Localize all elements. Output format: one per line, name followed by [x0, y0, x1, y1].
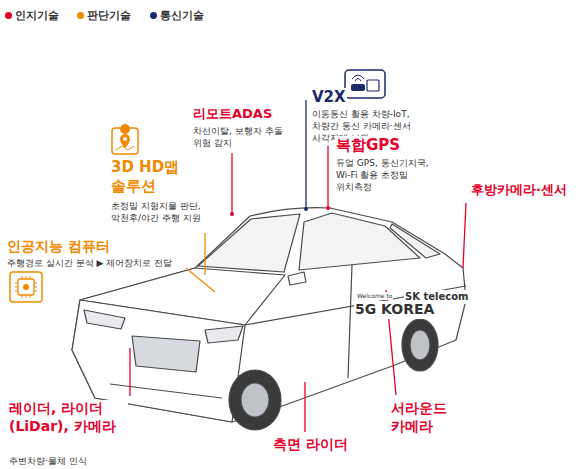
- legend-text: 통신기술: [160, 8, 204, 23]
- legend-swatch: [150, 12, 157, 19]
- legend-text: 인지기술: [15, 8, 59, 23]
- feature-title: 측면 라이더: [272, 436, 349, 454]
- car-mirror: [288, 272, 306, 285]
- leader-dot: [304, 207, 308, 211]
- legend-text: 판단기술: [87, 8, 131, 23]
- feature-title: 복합GPS: [335, 136, 401, 155]
- feature-description: 듀얼 GPS, 통신기지국, Wi-Fi 활용 초정밀 위치측정: [335, 157, 445, 193]
- car-rear-window: [390, 224, 440, 258]
- v2x-icon: [345, 70, 385, 98]
- leader-line: [231, 153, 232, 214]
- leader-line: [327, 146, 328, 208]
- leader-line: [129, 348, 130, 396]
- feature-title: 서라운드 카메라: [390, 400, 464, 435]
- car-decal-text: Welcome to: [356, 292, 393, 300]
- legend-item: 판단기술: [77, 8, 131, 23]
- car-side-window: [299, 213, 420, 270]
- feature-title: 레이더, 라이더(LiDar), 카메라: [8, 400, 128, 435]
- leader-line: [463, 203, 466, 268]
- leader-line: [304, 382, 305, 432]
- feature-description: 주변차량·물체 인식: [8, 455, 88, 467]
- car-decal-text: 5G KOREA: [354, 301, 435, 319]
- car-headlight: [205, 326, 243, 343]
- feature-description: 차선이탈, 보행자 추돌 위험 감지: [192, 125, 294, 149]
- car-headlight: [84, 310, 125, 329]
- leader-dot: [230, 212, 234, 216]
- leader-line: [204, 233, 205, 275]
- car-decal-text: SK telecom: [404, 290, 469, 304]
- car-wheel-rim: [410, 330, 430, 360]
- car-grille: [132, 336, 200, 372]
- legend-swatch: [5, 12, 12, 19]
- car-wheel-rim: [241, 383, 269, 417]
- feature-title: 리모트ADAS: [192, 106, 273, 122]
- feature-title: V2X: [311, 88, 347, 107]
- leader-line: [305, 100, 306, 209]
- feature-title: 3D HD맵 솔루션: [110, 158, 190, 196]
- leader-dot: [326, 206, 330, 210]
- car-intake: [110, 384, 222, 398]
- leader-line: [186, 268, 215, 292]
- feature-title: 후방카메라·센서: [470, 182, 568, 198]
- car-wheel: [229, 370, 281, 430]
- legend-swatch: [77, 12, 84, 19]
- ai-chip-icon: [10, 272, 42, 302]
- feature-title: 인공지능 컴퓨터: [6, 238, 111, 256]
- car-door-line: [348, 265, 352, 378]
- legend-item: 인지기술: [5, 8, 59, 23]
- car-wheel: [402, 319, 438, 371]
- feature-description: 초정밀 지형지물 판단, 악천후/야간 주행 지원: [110, 200, 220, 224]
- feature-description: 주행경로 실시간 분석 ▶ 제어장치로 전달: [6, 257, 173, 269]
- legend-item: 통신기술: [150, 8, 204, 23]
- hd-map-icon: [112, 124, 138, 154]
